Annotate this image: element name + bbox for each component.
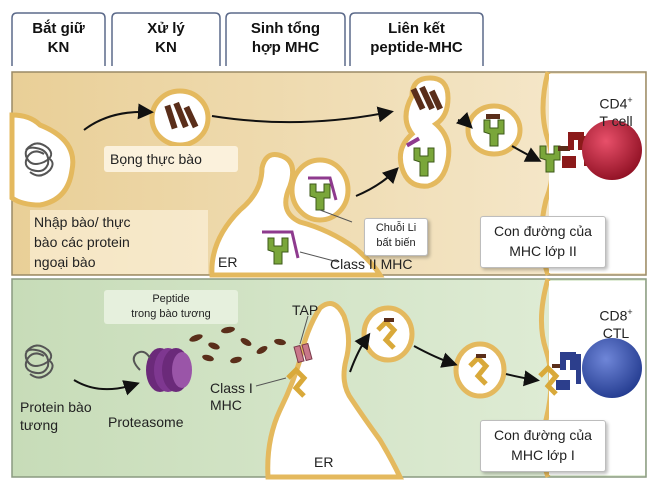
- er-top: [209, 152, 385, 278]
- cd8-ctl: [582, 338, 642, 398]
- label-tap: TAP: [292, 302, 319, 318]
- class1-mhc-er: [286, 366, 308, 398]
- class2-mhc-er: [309, 183, 331, 211]
- invariant-chain-vesicle: [308, 176, 338, 201]
- cytosolic-peptides: [189, 326, 286, 364]
- tcr-cd8: [556, 352, 581, 390]
- peptide-presented-2: [558, 146, 570, 151]
- tap-transporter: [293, 342, 313, 364]
- class2-mhc-peptide: [483, 119, 505, 147]
- label-cd8-ctl: CD8+ CTL: [599, 307, 633, 341]
- cd4-t-cell: [582, 120, 642, 180]
- label-er-top: ER: [218, 254, 238, 270]
- label-proteasome: Proteasome: [108, 414, 184, 430]
- class1-mhc-exocytic: [468, 354, 490, 386]
- extracellular-protein: [24, 142, 54, 177]
- er-vesicle-class2: [289, 157, 351, 223]
- cytosolic-protein: [24, 344, 54, 379]
- proteasome: [146, 348, 192, 392]
- peptide-vesicle-1: [384, 318, 394, 322]
- peptide-presented-1: [552, 364, 562, 368]
- endocytic-pocket: [9, 112, 76, 208]
- peptide-vesicle-2: [476, 354, 486, 358]
- class2-mhc-er-lumen: [267, 237, 289, 265]
- label-class2: Class II MHC: [330, 256, 413, 272]
- header-tabs: [11, 12, 484, 66]
- li-fragment: [405, 136, 421, 148]
- class2-mhc-fused: [413, 147, 435, 177]
- class1-presented: [538, 364, 560, 396]
- label-cd4-t-cell: CD4+ T cell: [599, 95, 633, 129]
- peptide-loaded: [486, 114, 500, 119]
- protein-entering-proteasome: [132, 350, 151, 371]
- label-er-bottom: ER: [314, 454, 334, 470]
- class1-mhc-vesicle: [376, 318, 398, 350]
- pointer-lines: [255, 209, 353, 387]
- er-bottom: [265, 301, 404, 480]
- label-phagosome: Bọng thực bào: [104, 146, 238, 172]
- invariant-chain-er: [262, 230, 300, 259]
- protein-fragments-fused: [410, 85, 443, 111]
- arrows: [73, 103, 542, 396]
- protein-fragments-phagosome: [164, 101, 199, 130]
